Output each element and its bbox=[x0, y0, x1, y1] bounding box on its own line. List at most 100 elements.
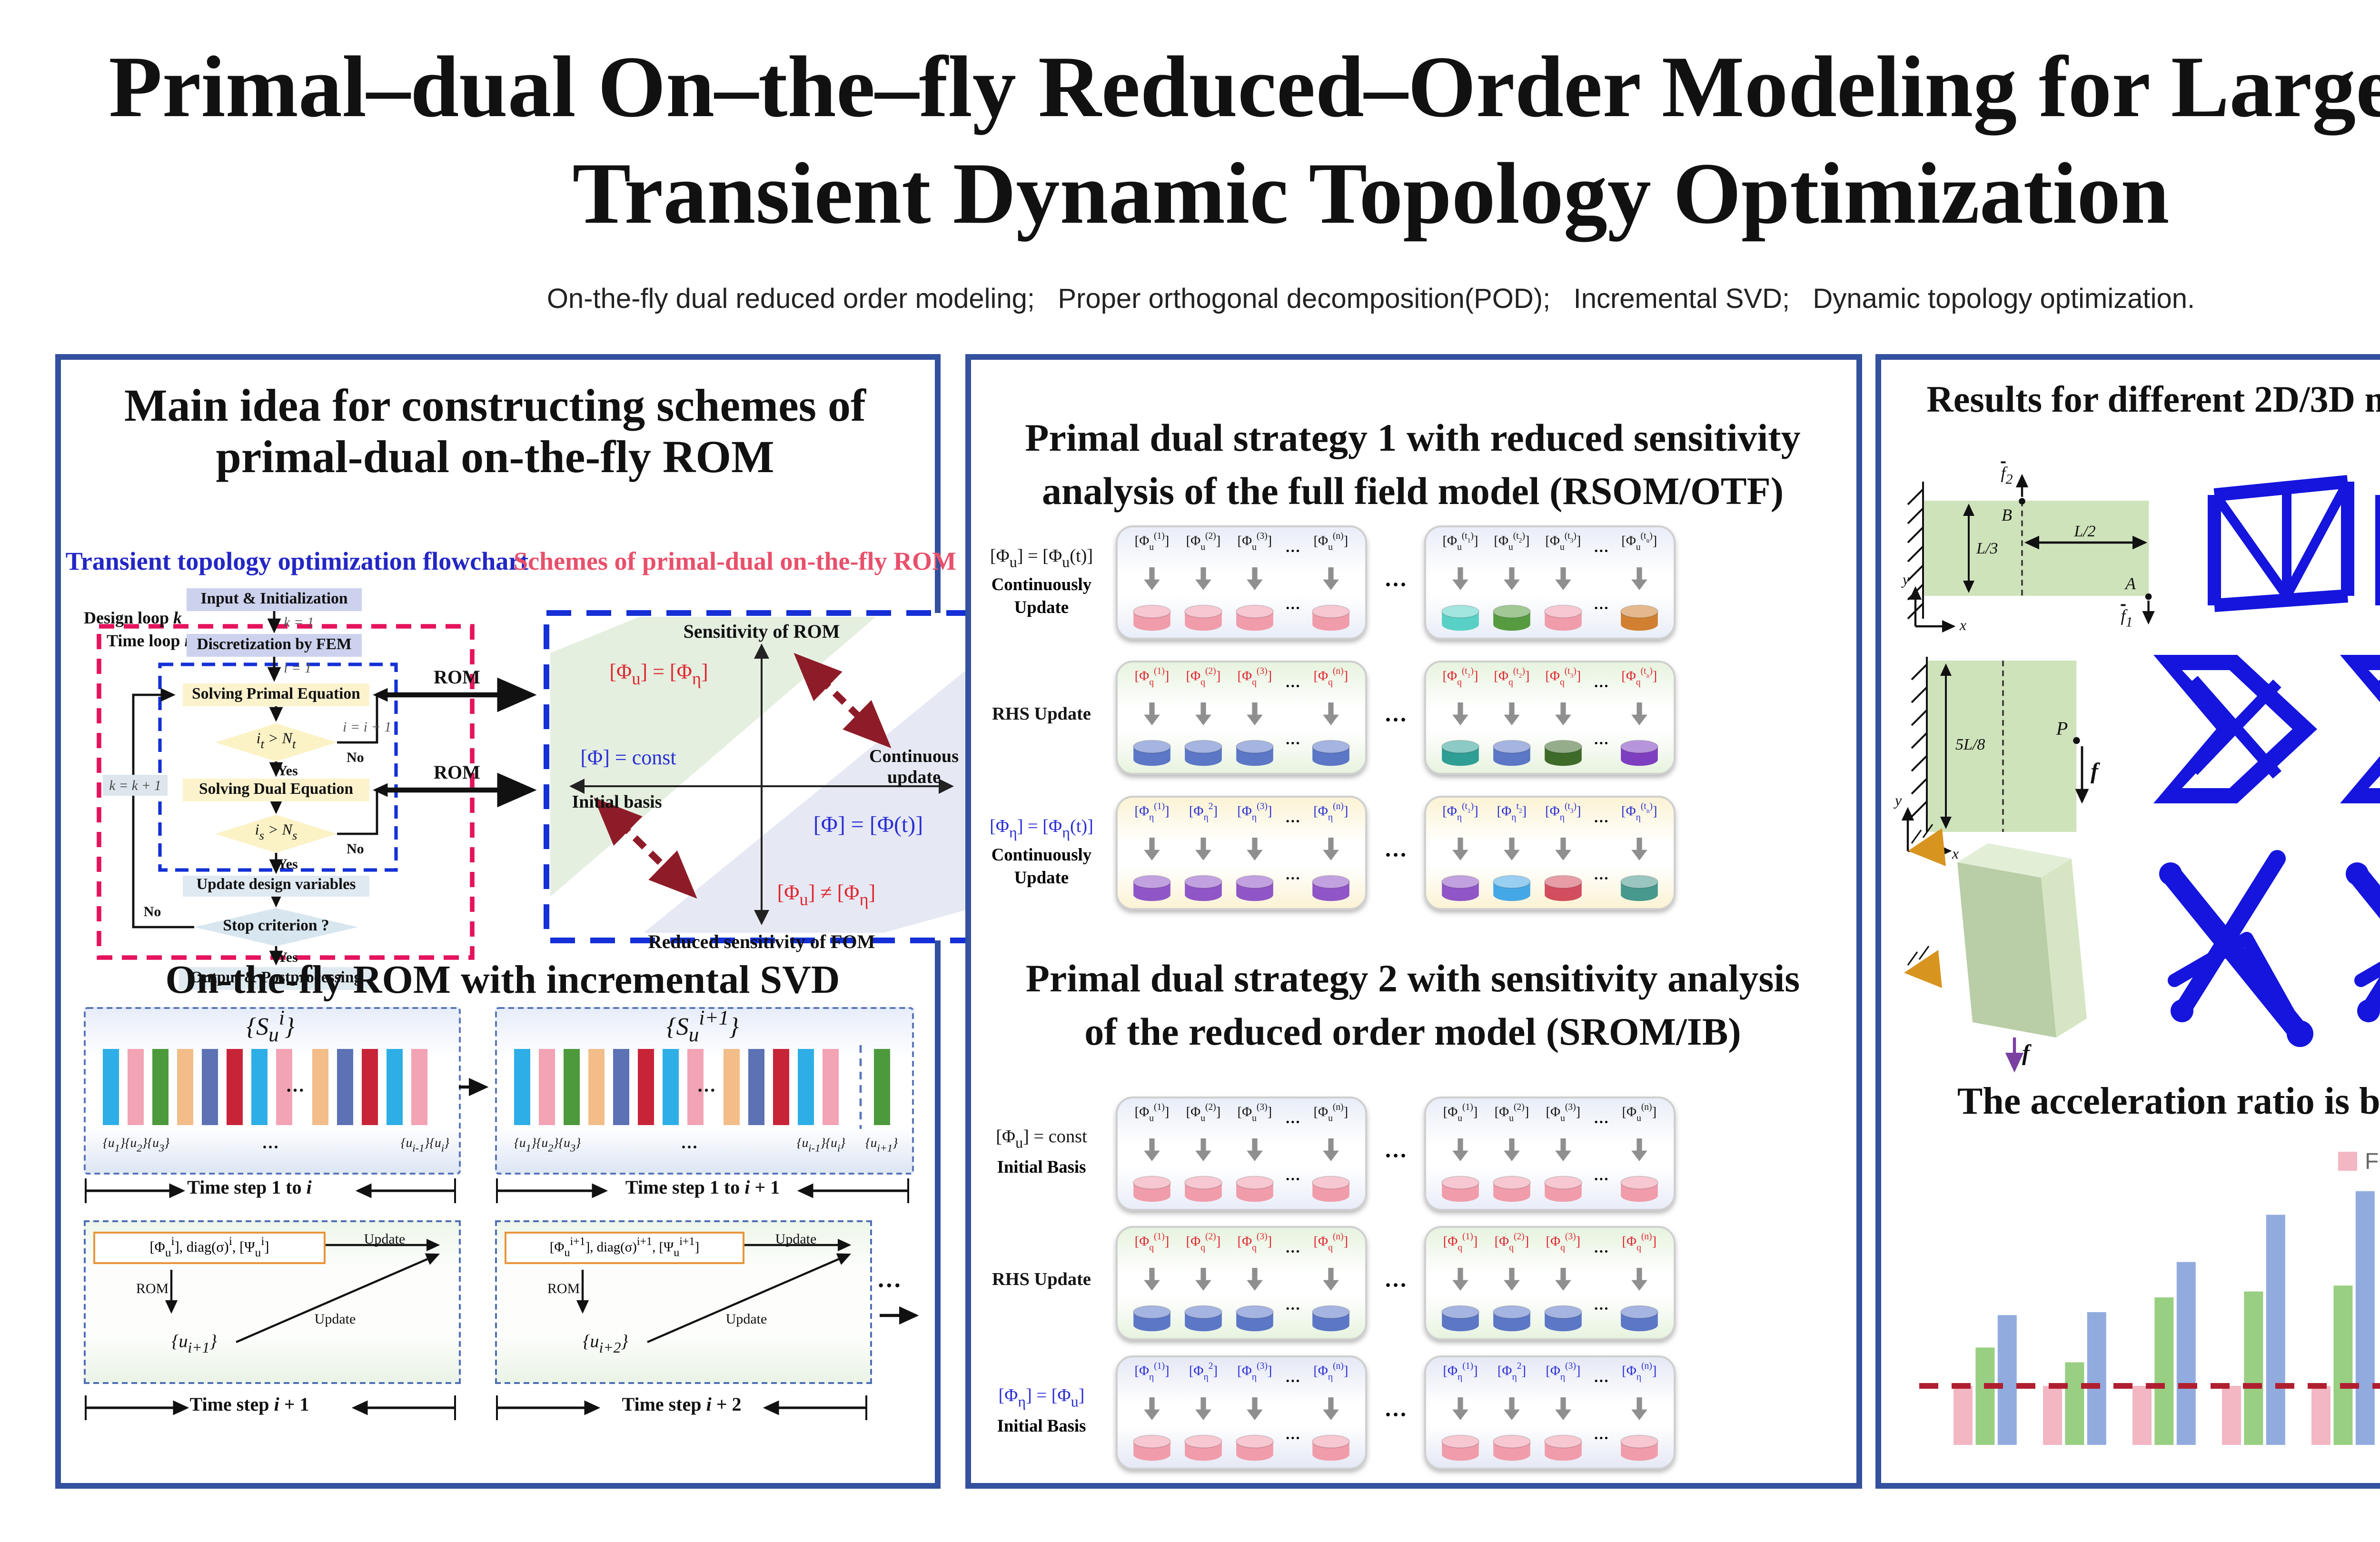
basis-cell: [Φu(3)] bbox=[1542, 1104, 1584, 1203]
group-inner-dots: ······ bbox=[1285, 813, 1300, 887]
basis-cylinder bbox=[1493, 604, 1531, 631]
basis-cylinder bbox=[1236, 1176, 1274, 1202]
basis-cell: [Φq(t1)] bbox=[1439, 668, 1481, 767]
basis-cylinder bbox=[1236, 740, 1274, 766]
group-inner-dots: ······ bbox=[1593, 1114, 1609, 1188]
legend-label: FOM bbox=[2365, 1149, 2380, 1174]
basis-cylinder bbox=[1236, 604, 1274, 631]
down-arrow-icon bbox=[1195, 837, 1211, 860]
down-arrow-icon bbox=[1631, 1267, 1647, 1291]
rom-label-stream-1: ROM bbox=[136, 1280, 169, 1297]
basis-cylinder bbox=[1544, 875, 1582, 901]
eq-bottom: [Φu] ≠ [Φη] bbox=[777, 882, 876, 909]
basis-cell: [Φq(3)] bbox=[1234, 1234, 1276, 1333]
bar-rsom-g3 bbox=[2154, 1297, 2174, 1445]
basis-label: [Φu(2)] bbox=[1186, 533, 1221, 554]
basis-label: [Φq(n)] bbox=[1313, 668, 1349, 689]
basis-cell: [Φq(n)] bbox=[1618, 1234, 1660, 1333]
basis-cylinder bbox=[1184, 740, 1222, 766]
no-label-2: No bbox=[347, 840, 364, 857]
strategy2-title-line1: Primal dual strategy 2 with sensitivity … bbox=[1025, 959, 1800, 1001]
basis-label: [Φu(3)] bbox=[1237, 1104, 1272, 1125]
basis-cylinder bbox=[1133, 875, 1171, 901]
strategy1-title-line1: Primal dual strategy 1 with reduced sens… bbox=[1025, 418, 1801, 460]
flow-node-update: Update design variables bbox=[183, 876, 369, 897]
design-loop-label: Design loop k bbox=[84, 608, 182, 627]
basis-cylinder bbox=[1441, 1176, 1479, 1202]
snapshot-column bbox=[798, 1049, 814, 1125]
eq-mid-left: [Φ] = const bbox=[580, 747, 676, 770]
basis-cylinder bbox=[1312, 1305, 1350, 1332]
strategy1-title-line2: analysis of the full field model (RSOM/O… bbox=[1042, 472, 1784, 514]
beam1-A-label: A bbox=[2125, 574, 2136, 593]
basis-cell: [Φq(t3)] bbox=[1542, 668, 1584, 767]
results-title: Results for different 2D/3D numerical ex… bbox=[1926, 381, 2380, 421]
basis-label: [Φη(1)] bbox=[1443, 1363, 1478, 1384]
axis-bottom-label: Reduced sensitivity of FOM bbox=[648, 933, 875, 954]
axis-right-label-2: update bbox=[887, 770, 941, 789]
basis-cell: [Φu(3)] bbox=[1234, 1104, 1276, 1203]
k-init-label: k = 1 bbox=[284, 613, 314, 631]
bar-rsom-g5 bbox=[2333, 1285, 2353, 1445]
beam1-L3-label: L/3 bbox=[1976, 538, 1998, 557]
svd-state-box-2: [Φui+1], diag(σ)i+1, [Ψui+1] bbox=[505, 1232, 744, 1264]
snapshot-column bbox=[337, 1049, 353, 1125]
bar-fom-g3 bbox=[2132, 1386, 2152, 1445]
basis-cell: [Φη(3)] bbox=[1542, 1363, 1584, 1462]
basis-cell: [Φq(2)] bbox=[1182, 668, 1224, 767]
basis-cell: [Φu(2)] bbox=[1182, 533, 1224, 632]
design-loop-box bbox=[97, 624, 475, 960]
basis-group: [Φq(1)][Φq(2)][Φq(3)]······[Φq(n)] bbox=[1116, 661, 1367, 775]
basis-cell: [Φu(t3)] bbox=[1542, 533, 1584, 632]
basis-label: [Φu(3)] bbox=[1546, 1104, 1581, 1125]
snapshot-column bbox=[748, 1049, 764, 1125]
basis-cell: [Φη(3)] bbox=[1234, 1363, 1276, 1462]
update-label-diag-1: Update bbox=[314, 1310, 356, 1327]
basis-group: [Φη(t1)][Φηt2][Φη(t3)]······[Φη(tn)] bbox=[1424, 796, 1676, 910]
poster-title-line1: Primal–dual On–the–fly Reduced–Order Mod… bbox=[109, 38, 2380, 135]
group-inner-dots: ······ bbox=[1593, 678, 1609, 752]
basis-group: [Φη(1)] [Φη2] [Φη(3)] ······ [Φη(n)] bbox=[1424, 1355, 1676, 1470]
down-arrow-icon bbox=[1452, 567, 1468, 590]
basis-cylinder bbox=[1133, 1305, 1171, 1332]
topology-result-chevron-1 bbox=[2153, 655, 2317, 803]
u-next-label: {ui+1} bbox=[865, 1137, 898, 1156]
basis-label: [Φη(3)] bbox=[1237, 1363, 1272, 1384]
basis-label: [Φη2] bbox=[1497, 1363, 1527, 1384]
basis-cell: [Φu(n)] bbox=[1618, 1104, 1660, 1203]
basis-cell: [Φη2] bbox=[1491, 1363, 1533, 1462]
flow-node-kinc: k = k + 1 bbox=[103, 775, 168, 796]
flowchart-heading: Transient topology optimization flowchar… bbox=[65, 547, 529, 575]
group-inner-dots: ······ bbox=[1593, 1373, 1609, 1447]
basis-cylinder bbox=[1544, 740, 1582, 766]
down-arrow-icon bbox=[1555, 837, 1571, 860]
down-arrow-icon bbox=[1555, 567, 1571, 590]
flow-node-input: Input & Initialization bbox=[187, 588, 362, 611]
strategy2-row-rhs: RHS Update [Φq(1)][Φq(2)][Φq(3)]······[Φ… bbox=[971, 1224, 1856, 1346]
strategy2-title-line2: of the reduced order model (SROM/IB) bbox=[1084, 1012, 1741, 1054]
basis-label: [Φu(1)] bbox=[1134, 1104, 1170, 1125]
basis-cell: [Φη(n)] bbox=[1618, 1363, 1660, 1462]
basis-cell: [Φη(1)] bbox=[1131, 803, 1173, 902]
basis-group: [Φu(1)][Φu(2)][Φu(3)]······[Φu(n)] bbox=[1424, 1097, 1676, 1211]
primal-check-label: it > Nt bbox=[256, 730, 296, 752]
basis-cylinder bbox=[1493, 740, 1531, 766]
basis-cell: [Φη(n)] bbox=[1310, 803, 1352, 902]
basis-cell: [Φη(1)] bbox=[1439, 1363, 1481, 1462]
basis-label: [Φη(t3)] bbox=[1545, 803, 1581, 824]
basis-cell: [Φu(1)] bbox=[1131, 1104, 1173, 1203]
basis-cell: [Φu(tn)] bbox=[1618, 533, 1660, 632]
down-arrow-icon bbox=[1452, 1267, 1468, 1291]
basis-cell: [Φq(2)] bbox=[1491, 1234, 1533, 1333]
basis-cylinder bbox=[1620, 740, 1658, 766]
svd-advance-arrow bbox=[459, 1077, 489, 1097]
down-arrow-icon bbox=[1247, 702, 1263, 725]
basis-cell: [Φu(t2)] bbox=[1491, 533, 1533, 632]
topology-result-3d-2 bbox=[2346, 862, 2380, 1022]
beam1-f2-label: f2 bbox=[2001, 463, 2013, 488]
no-label-3: No bbox=[143, 903, 161, 920]
basis-group: [Φu(1)][Φu(2)][Φu(3)]······[Φu(n)] bbox=[1116, 1097, 1367, 1211]
down-arrow-icon bbox=[1247, 567, 1263, 590]
basis-cell: [Φq(3)] bbox=[1542, 1234, 1584, 1333]
basis-cylinder bbox=[1493, 1434, 1531, 1461]
